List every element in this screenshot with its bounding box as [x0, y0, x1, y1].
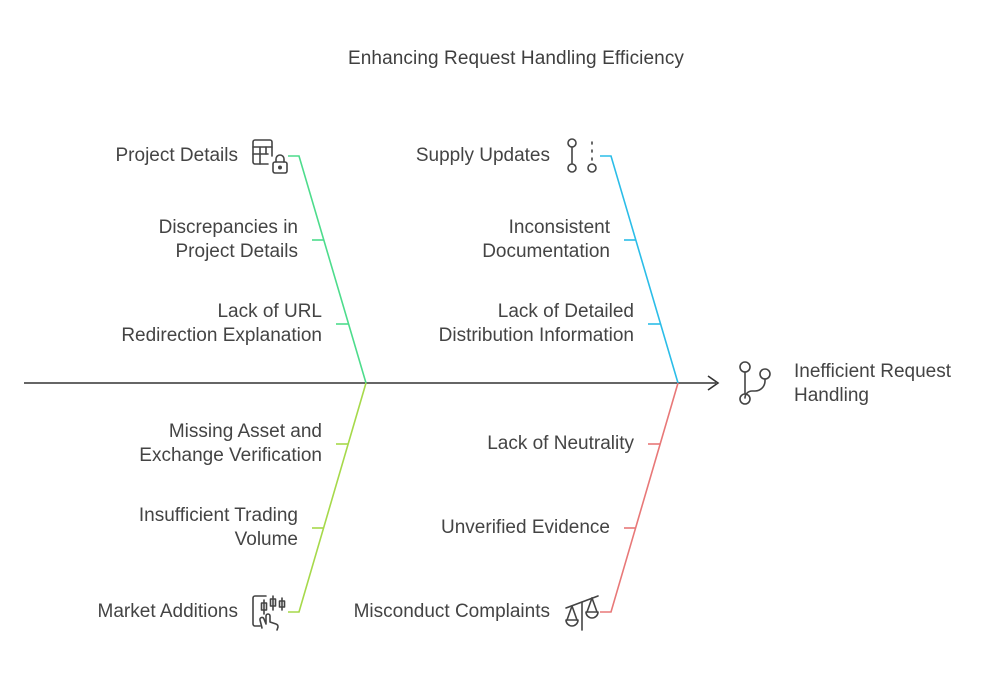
diagram-title: Enhancing Request Handling Efficiency [347, 48, 685, 69]
effect-label: Inefficient Request Handling [794, 361, 952, 406]
bone-market-additions [288, 382, 367, 613]
git-commit-icon [567, 138, 597, 173]
bone-misconduct-complaints [600, 382, 679, 613]
cause-lack-of-neutrality: Lack of Neutrality [487, 433, 634, 454]
candlestick-chart-icon [252, 595, 286, 631]
table-lock-icon [252, 139, 288, 174]
cause-insufficient-trading-volume: Insufficient Trading Volume [138, 505, 298, 550]
git-branch-icon [739, 361, 771, 405]
cause-lack-of-detailed-distribution-information: Lack of Detailed Distribution Informatio… [438, 301, 634, 346]
scales-icon [565, 595, 599, 631]
cause-unverified-evidence: Unverified Evidence [441, 517, 610, 538]
cause-missing-asset-and-exchange-verification: Missing Asset and Exchange Verification [139, 421, 322, 466]
spine-arrowhead [707, 375, 720, 391]
category-supply-updates: Supply Updates [415, 145, 550, 166]
category-market-additions: Market Additions [97, 601, 238, 622]
cause-discrepancies-in-project-details: Discrepancies in Project Details [158, 217, 298, 262]
cause-inconsistent-documentation: Inconsistent Documentation [482, 217, 610, 262]
bone-supply-updates [600, 155, 679, 384]
cause-lack-of-url-redirection-explanation: Lack of URL Redirection Explanation [121, 301, 322, 346]
category-misconduct-complaints: Misconduct Complaints [353, 601, 550, 622]
bone-project-details [288, 155, 367, 384]
category-project-details: Project Details [115, 145, 239, 166]
